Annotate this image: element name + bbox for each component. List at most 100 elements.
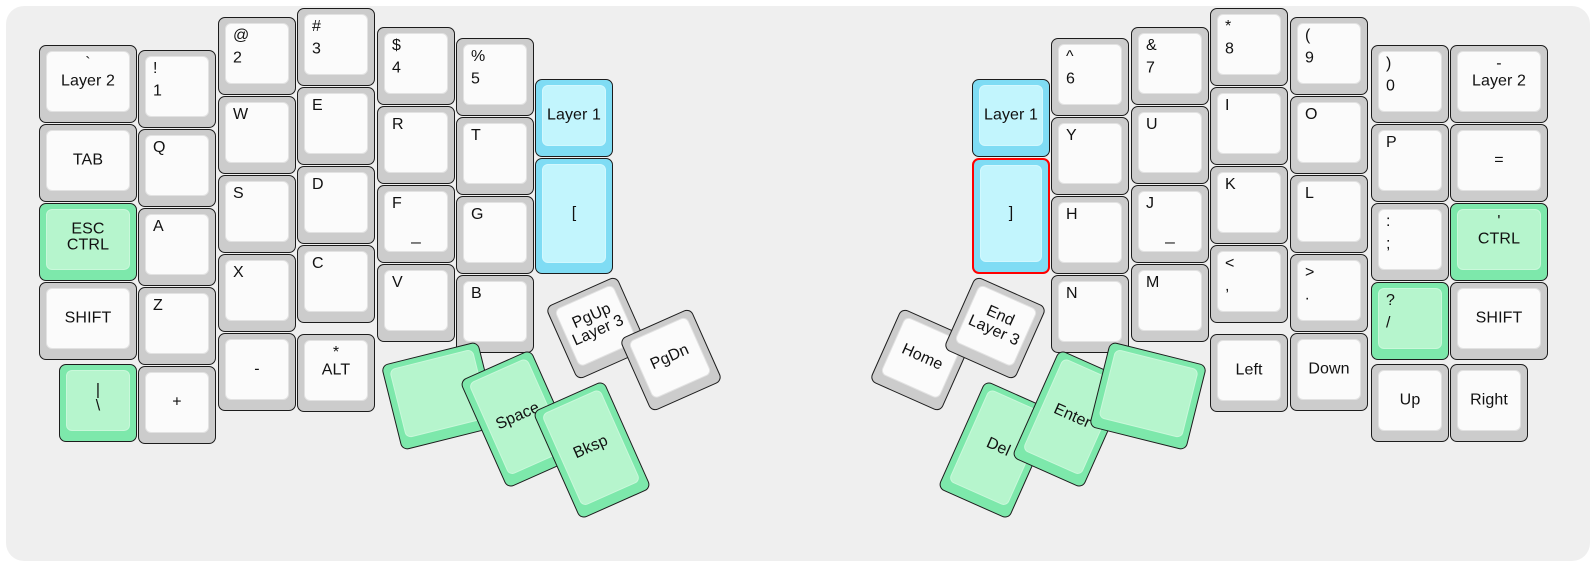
key-l-c6-r1[interactable]: %5 bbox=[456, 38, 534, 116]
key-legend-top: O bbox=[1305, 106, 1318, 123]
key-cap: H bbox=[1058, 202, 1122, 263]
key-l-c4-r2[interactable]: E bbox=[297, 87, 375, 165]
key-l-c6-r2[interactable]: T bbox=[456, 117, 534, 195]
key-legend-center: SHIFT bbox=[64, 308, 112, 326]
key-legend-center: Right bbox=[1470, 390, 1508, 408]
key-cap: ^6 bbox=[1058, 44, 1122, 105]
key-cap: X bbox=[225, 260, 289, 321]
key-legend-top: @ bbox=[233, 27, 250, 44]
key-l-c1-r2[interactable]: TAB bbox=[39, 124, 137, 202]
key-cap: 'CTRL bbox=[1457, 209, 1541, 270]
key-legend-center: Layer 2 bbox=[1471, 71, 1527, 89]
key-legend-center: Up bbox=[1399, 390, 1421, 408]
key-l-c6-r4[interactable]: B bbox=[456, 275, 534, 353]
key-cap: Q bbox=[145, 135, 209, 196]
key-l-c3-r2[interactable]: W bbox=[218, 96, 296, 174]
key-l-c6-r3[interactable]: G bbox=[456, 196, 534, 274]
key-legend-bottom: , bbox=[1225, 276, 1230, 294]
key-r-c6-r5[interactable]: Up bbox=[1371, 364, 1449, 442]
key-legend-top: P bbox=[1386, 134, 1397, 151]
key-l-c5-r2[interactable]: R bbox=[377, 106, 455, 184]
key-l-c3-r1[interactable]: @2 bbox=[218, 17, 296, 95]
key-l-c5-r1[interactable]: $4 bbox=[377, 27, 455, 105]
key-legend-bottom: / bbox=[1386, 313, 1391, 331]
key-legend-top: U bbox=[1146, 116, 1158, 133]
key-r-c5-r4[interactable]: >. bbox=[1290, 254, 1368, 332]
key-r-c1-r1[interactable]: Layer 1 bbox=[972, 79, 1050, 157]
key-r-c6-r1[interactable]: )0 bbox=[1371, 45, 1449, 123]
key-l-c2-r5[interactable]: + bbox=[138, 366, 216, 444]
key-l-c3-r4[interactable]: X bbox=[218, 254, 296, 332]
key-cap: TAB bbox=[46, 130, 130, 191]
key-legend-center: PgDn bbox=[647, 340, 692, 373]
key-r-c3-r3[interactable]: J_ bbox=[1131, 185, 1209, 263]
key-r-c2-r4[interactable]: N bbox=[1051, 275, 1129, 353]
key-l-c5-r3[interactable]: F_ bbox=[377, 185, 455, 263]
key-l-c3-r5[interactable]: - bbox=[218, 333, 296, 411]
key-r-c7-r3[interactable]: 'CTRL bbox=[1450, 203, 1548, 281]
key-cap: Right bbox=[1457, 370, 1521, 431]
key-l-c3-r3[interactable]: S bbox=[218, 175, 296, 253]
key-l-c1-r1[interactable]: `Layer 2 bbox=[39, 45, 137, 123]
key-legend-top: B bbox=[471, 285, 482, 302]
key-r-c7-r1[interactable]: -Layer 2 bbox=[1450, 45, 1548, 123]
key-r-c7-r5[interactable]: Right bbox=[1450, 364, 1528, 442]
key-l-c2-r4[interactable]: Z bbox=[138, 287, 216, 365]
key-r-c4-r5[interactable]: Left bbox=[1210, 334, 1288, 412]
key-r-c4-r4[interactable]: <, bbox=[1210, 245, 1288, 323]
key-r-c2-r1[interactable]: ^6 bbox=[1051, 38, 1129, 116]
key-r-c6-r4[interactable]: ?/ bbox=[1371, 282, 1449, 360]
key-l-c5-r4[interactable]: V bbox=[377, 264, 455, 342]
key-r-c6-r2[interactable]: P bbox=[1371, 124, 1449, 202]
key-legend-top: I bbox=[1225, 97, 1230, 114]
key-cap: V bbox=[384, 270, 448, 331]
key-legend-center: TAB bbox=[72, 150, 104, 168]
key-r-c5-r1[interactable]: (9 bbox=[1290, 17, 1368, 95]
key-cap: #3 bbox=[304, 14, 368, 75]
key-l-c2-r1[interactable]: !1 bbox=[138, 50, 216, 128]
key-l-c4-r1[interactable]: #3 bbox=[297, 8, 375, 86]
key-r-c4-r3[interactable]: K bbox=[1210, 166, 1288, 244]
key-legend-center: Layer 2 bbox=[60, 71, 116, 89]
key-cap: I bbox=[1217, 93, 1281, 154]
key-l-c2-r3[interactable]: A bbox=[138, 208, 216, 286]
key-r-c4-r2[interactable]: I bbox=[1210, 87, 1288, 165]
key-legend-center: CTRL bbox=[1477, 229, 1521, 247]
key-r-c1-r2[interactable]: ] bbox=[972, 158, 1050, 274]
key-r-c6-r3[interactable]: :; bbox=[1371, 203, 1449, 281]
key-r-c4-r1[interactable]: *8 bbox=[1210, 8, 1288, 86]
key-r-c3-r1[interactable]: &7 bbox=[1131, 27, 1209, 105]
key-legend-top: ( bbox=[1305, 27, 1311, 44]
key-l-c1-r4[interactable]: SHIFT bbox=[39, 282, 137, 360]
key-l-c1-r5[interactable]: |\ bbox=[59, 364, 137, 442]
key-l-c4-r4[interactable]: C bbox=[297, 245, 375, 323]
key-legend-top: ^ bbox=[1066, 48, 1074, 65]
key-r-c5-r3[interactable]: L bbox=[1290, 175, 1368, 253]
key-l-c4-r3[interactable]: D bbox=[297, 166, 375, 244]
key-r-c5-r2[interactable]: O bbox=[1290, 96, 1368, 174]
key-r-c3-r2[interactable]: U bbox=[1131, 106, 1209, 184]
key-legend-top: - bbox=[1496, 55, 1502, 72]
key-cap: Left bbox=[1217, 340, 1281, 401]
key-cap: Layer 1 bbox=[542, 85, 606, 146]
key-legend-stack: |\ bbox=[95, 380, 101, 415]
key-r-c7-r2[interactable]: = bbox=[1450, 124, 1548, 202]
key-r-c3-r4[interactable]: M bbox=[1131, 264, 1209, 342]
key-l-c4-r5[interactable]: *ALT bbox=[297, 334, 375, 412]
key-l-c7-r2[interactable]: [ bbox=[535, 158, 613, 274]
key-r-c2-r3[interactable]: H bbox=[1051, 196, 1129, 274]
key-r-c7-r4[interactable]: SHIFT bbox=[1450, 282, 1548, 360]
key-legend-top: S bbox=[233, 185, 244, 202]
key-l-c7-r1[interactable]: Layer 1 bbox=[535, 79, 613, 157]
key-r-c2-r2[interactable]: Y bbox=[1051, 117, 1129, 195]
key-cap: J_ bbox=[1138, 191, 1202, 252]
key-cap: $4 bbox=[384, 33, 448, 94]
key-legend-top: Q bbox=[153, 139, 166, 156]
key-l-c2-r2[interactable]: Q bbox=[138, 129, 216, 207]
key-r-c5-r5[interactable]: Down bbox=[1290, 333, 1368, 411]
key-cap: B bbox=[463, 281, 527, 342]
